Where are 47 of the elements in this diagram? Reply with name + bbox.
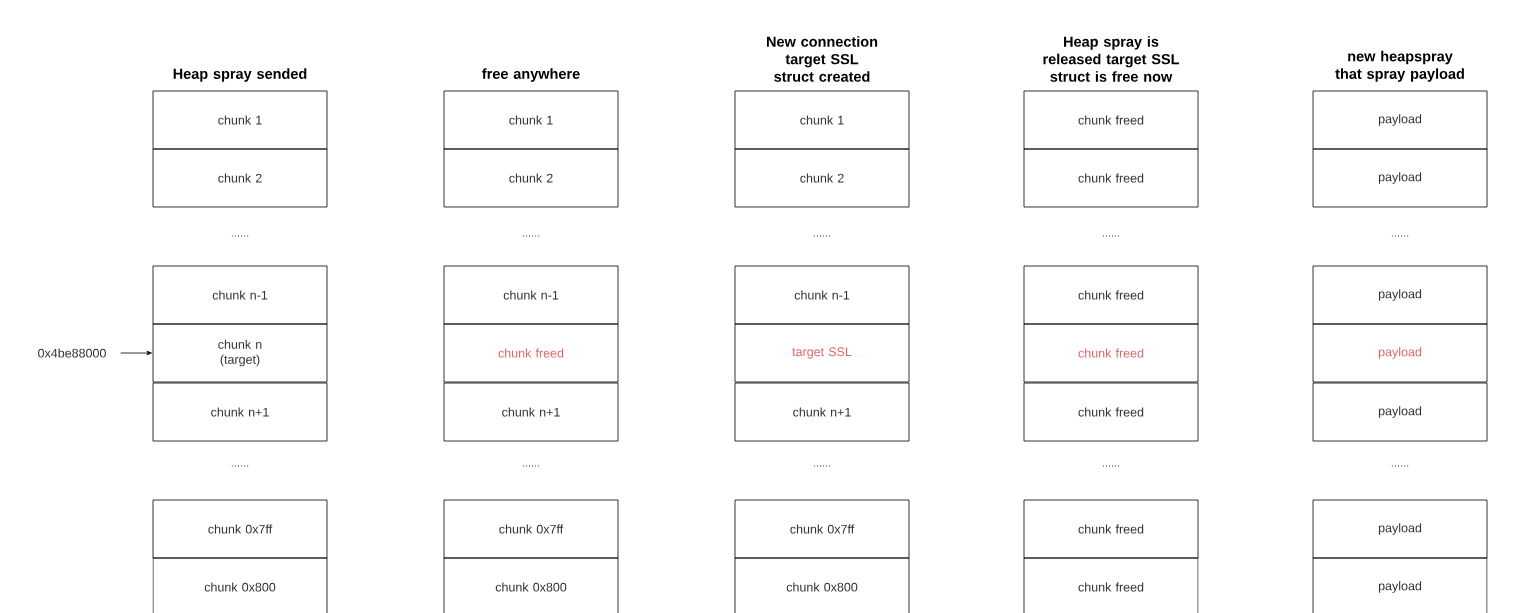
ellipsis: ...... <box>813 235 831 237</box>
memory-chunk-box: payload <box>1312 557 1488 613</box>
ellipsis: ...... <box>231 465 249 467</box>
memory-chunk-box: chunk n-1 <box>734 265 910 325</box>
memory-chunk-box: chunk freed <box>1023 382 1199 442</box>
memory-chunk-box: chunk n-1 <box>443 265 619 325</box>
memory-chunk-box: chunk freed <box>443 323 619 383</box>
memory-chunk-box: chunk freed <box>1023 148 1199 208</box>
memory-chunk-box: chunk n+1 <box>443 382 619 442</box>
memory-chunk-box: payload <box>1312 499 1488 559</box>
memory-chunk-box: chunk 1 <box>734 90 910 150</box>
memory-chunk-box: chunk 2 <box>152 148 328 208</box>
memory-chunk-box: chunk n+1 <box>152 382 328 442</box>
ellipsis: ...... <box>813 465 831 467</box>
ellipsis: ...... <box>522 235 540 237</box>
ellipsis: ...... <box>1391 465 1409 467</box>
memory-chunk-box: chunk freed <box>1023 499 1199 559</box>
ellipsis: ...... <box>1391 235 1409 237</box>
address-label: 0x4be88000 <box>38 348 106 358</box>
memory-chunk-box: chunk 0x800 <box>152 557 328 613</box>
ellipsis: ...... <box>522 465 540 467</box>
memory-chunk-box: chunk 0x800 <box>734 557 910 613</box>
memory-chunk-box: chunk 1 <box>443 90 619 150</box>
memory-chunk-box: chunk 1 <box>152 90 328 150</box>
memory-chunk-box: chunk 0x7ff <box>152 499 328 559</box>
arrow <box>120 350 152 356</box>
ellipsis: ...... <box>231 235 249 237</box>
memory-chunk-box: target SSL <box>734 323 910 383</box>
memory-chunk-box: payload <box>1312 148 1488 208</box>
memory-chunk-box: chunk freed <box>1023 557 1199 613</box>
memory-chunk-box: payload <box>1312 265 1488 325</box>
memory-chunk-box: chunk 0x800 <box>443 557 619 613</box>
memory-chunk-box: chunk freed <box>1023 265 1199 325</box>
memory-chunk-box: chunk 0x7ff <box>443 499 619 559</box>
memory-chunk-box: payload <box>1312 323 1488 383</box>
memory-chunk-box: chunk 0x7ff <box>734 499 910 559</box>
ellipsis: ...... <box>1102 235 1120 237</box>
memory-chunk-box: chunk 2 <box>734 148 910 208</box>
memory-chunk-box: payload <box>1312 382 1488 442</box>
memory-chunk-box: chunk 2 <box>443 148 619 208</box>
memory-chunk-box: chunk n-1 <box>152 265 328 325</box>
memory-chunk-box: chunk freed <box>1023 90 1199 150</box>
memory-chunk-box: chunk freed <box>1023 323 1199 383</box>
ellipsis: ...... <box>1102 465 1120 467</box>
memory-chunk-box: chunk n+1 <box>734 382 910 442</box>
memory-chunk-box: chunk n (target) <box>152 323 328 383</box>
memory-chunk-box: payload <box>1312 90 1488 150</box>
